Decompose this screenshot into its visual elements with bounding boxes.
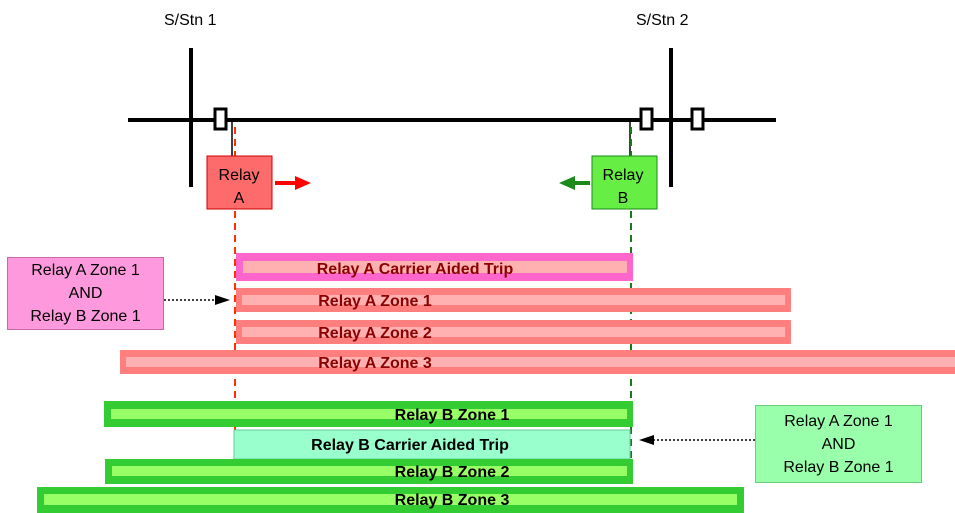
breaker-relay-a	[213, 107, 228, 131]
relay-a-box	[206, 155, 273, 210]
relay-b-carrier-label: Relay B Carrier Aided Trip	[311, 437, 509, 454]
relay-a-carrier-label: Relay A Carrier Aided Trip	[317, 261, 514, 278]
station-2-label: S/Stn 2	[636, 12, 689, 29]
relay-a-zone2-label: Relay A Zone 2	[318, 325, 432, 342]
left-note-line-3: Relay B Zone 1	[30, 308, 141, 325]
relay-a-zone2-bar-inner	[242, 327, 785, 337]
relay-a-zone3-bar-inner	[126, 357, 955, 367]
right-condition-note: Relay A Zone 1 AND Relay B Zone 1	[755, 405, 922, 483]
relay-a-zone1-bar-inner	[242, 295, 785, 305]
left-condition-note: Relay A Zone 1 AND Relay B Zone 1	[7, 257, 164, 330]
relay-b-direction-arrow-icon	[559, 176, 575, 190]
breaker-relay-b	[639, 107, 654, 131]
relay-a-direction-arrow-icon	[295, 176, 311, 190]
right-note-line-3: Relay B Zone 1	[783, 458, 894, 476]
breaker-adjacent	[690, 107, 705, 131]
relay-b-label-1: Relay	[603, 167, 644, 184]
relay-a-carrier-bar-inner	[243, 261, 627, 273]
relay-a-zone1-label: Relay A Zone 1	[318, 293, 432, 310]
right-note-line-1: Relay A Zone 1	[784, 412, 893, 430]
relay-a-label-2: A	[234, 190, 245, 207]
relay-b-zone1-bar-inner	[111, 409, 627, 419]
relay-b-zone3-bar-inner	[44, 494, 737, 505]
relay-a-label-1: Relay	[219, 167, 260, 184]
relay-b-zone1-label: Relay B Zone 1	[395, 407, 510, 424]
relay-b-zone2-label: Relay B Zone 2	[395, 464, 510, 481]
left-note-arrow-icon	[215, 295, 230, 305]
relay-b-zone3-label: Relay B Zone 3	[395, 492, 510, 509]
left-note-line-2: AND	[68, 285, 103, 302]
relay-a-zone3-label: Relay A Zone 3	[318, 355, 432, 372]
relay-b-carrier-bar	[233, 429, 631, 460]
relay-b-label-2: B	[618, 190, 629, 207]
left-note-line-1: Relay A Zone 1	[31, 262, 140, 279]
right-note-line-2: AND	[821, 435, 856, 453]
station-1-label: S/Stn 1	[164, 12, 217, 29]
relay-b-zone2-bar-inner	[112, 466, 627, 476]
right-note-arrow-icon	[639, 435, 654, 445]
relay-b-box	[591, 155, 658, 210]
